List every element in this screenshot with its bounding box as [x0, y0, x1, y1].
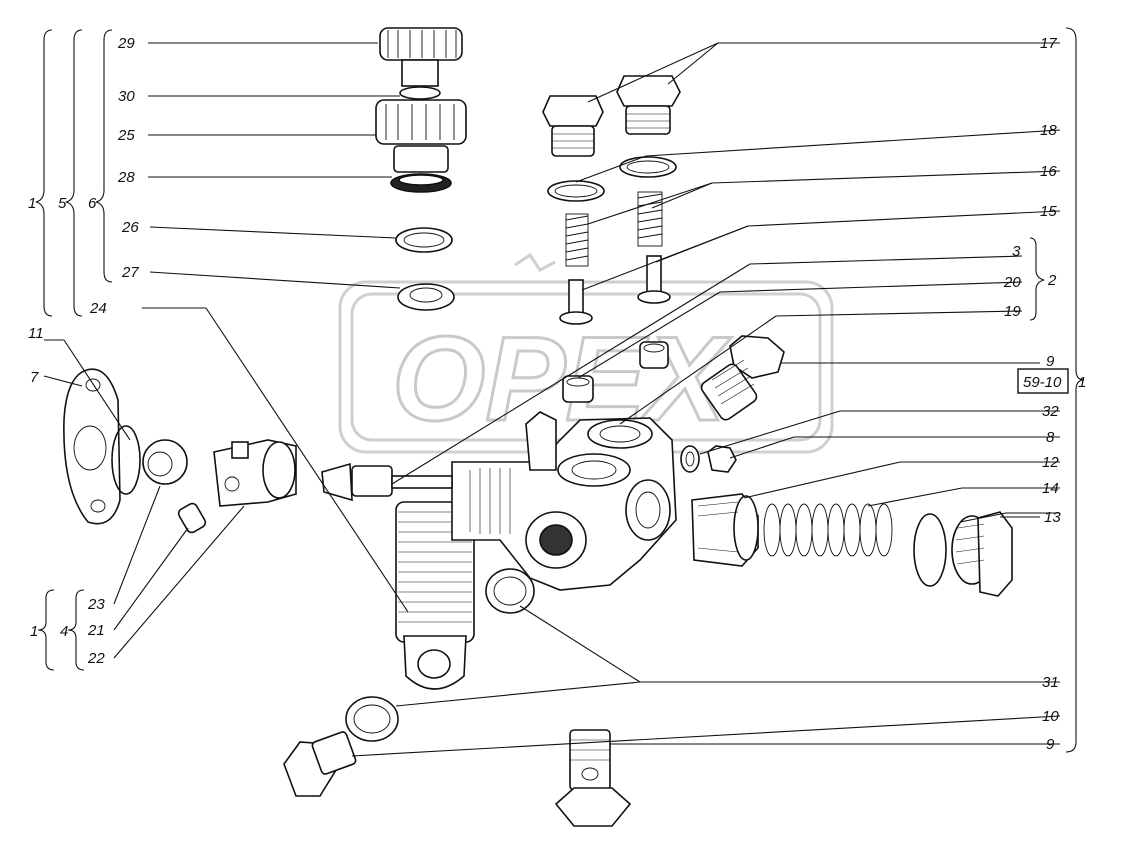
part-31-washer	[485, 568, 535, 614]
part-7-gasket	[63, 368, 121, 525]
label-24: 24	[89, 300, 107, 317]
group-label-6: 6	[88, 195, 97, 212]
part-15-valves	[559, 255, 671, 325]
part-18-washers	[547, 156, 677, 202]
part-9-banjo-bolt-top	[700, 335, 785, 421]
label-10: 10	[1042, 708, 1059, 725]
label-19: 19	[1004, 303, 1021, 320]
label-22: 22	[87, 650, 105, 667]
part-9-banjo-bolt-bottom	[554, 729, 632, 827]
part-23-nut	[142, 439, 188, 485]
label-31: 31	[1042, 674, 1059, 691]
reference-box-label: 59-10	[1023, 374, 1062, 391]
label-17: 17	[1040, 35, 1057, 52]
label-28: 28	[117, 169, 135, 186]
group-label-5: 5	[58, 195, 67, 212]
label-9-bottom: 9	[1046, 736, 1055, 753]
label-21: 21	[87, 622, 105, 639]
part-11-ring	[111, 425, 141, 495]
group-label-1-top: 1	[28, 195, 36, 212]
part-19-bushing	[562, 375, 594, 403]
label-18: 18	[1040, 122, 1057, 139]
group-label-4: 4	[60, 623, 68, 640]
label-27: 27	[121, 264, 139, 281]
part-16-springs	[565, 191, 663, 267]
part-bottom-plug	[283, 731, 357, 797]
part-29-knob	[379, 27, 463, 87]
group-label-1-right: 1	[1078, 374, 1086, 391]
label-14: 14	[1042, 480, 1059, 497]
label-8: 8	[1046, 429, 1055, 446]
group-braces	[35, 27, 1085, 753]
part-12-spring	[763, 503, 893, 557]
label-32: 32	[1042, 403, 1059, 420]
part-main-housing	[451, 411, 677, 591]
label-12: 12	[1042, 454, 1059, 471]
reference-box: 59-10	[1017, 368, 1069, 394]
part-13-plug	[951, 511, 1013, 597]
group-label-1-bottom: 1	[30, 623, 38, 640]
part-20-bushing	[639, 341, 669, 369]
part-17-plug-right	[616, 75, 681, 135]
label-11: 11	[28, 325, 44, 342]
part-14-oring	[913, 513, 947, 587]
label-3: 3	[1012, 243, 1021, 260]
label-29: 29	[117, 35, 135, 52]
label-13: 13	[1044, 509, 1061, 526]
part-3-pin	[321, 462, 453, 502]
part-32-washer	[680, 445, 737, 473]
label-9-top: 9	[1046, 353, 1055, 370]
part-28-seal	[390, 145, 452, 193]
label-25: 25	[117, 127, 135, 144]
label-20: 20	[1003, 274, 1021, 291]
part-25-nut	[375, 99, 467, 145]
leader-lines	[43, 42, 1061, 757]
part-27-ring	[397, 283, 455, 311]
group-label-2: 2	[1047, 272, 1057, 289]
label-15: 15	[1040, 203, 1057, 220]
part-17-plug-left	[542, 95, 604, 157]
label-23: 23	[87, 596, 105, 613]
label-7: 7	[30, 369, 39, 386]
part-8-bushing	[691, 493, 759, 567]
part-22-sleeve	[213, 439, 297, 507]
label-16: 16	[1040, 163, 1057, 180]
part-26-washer	[395, 227, 453, 253]
part-21-pin	[177, 502, 207, 534]
label-30: 30	[118, 88, 135, 105]
part-10-washer	[345, 696, 399, 742]
part-labels: 29 30 25 28 26 27 24 11 7 23 21 22 1 5 6…	[28, 35, 1086, 753]
label-26: 26	[121, 219, 139, 236]
part-30-ring	[399, 86, 441, 100]
